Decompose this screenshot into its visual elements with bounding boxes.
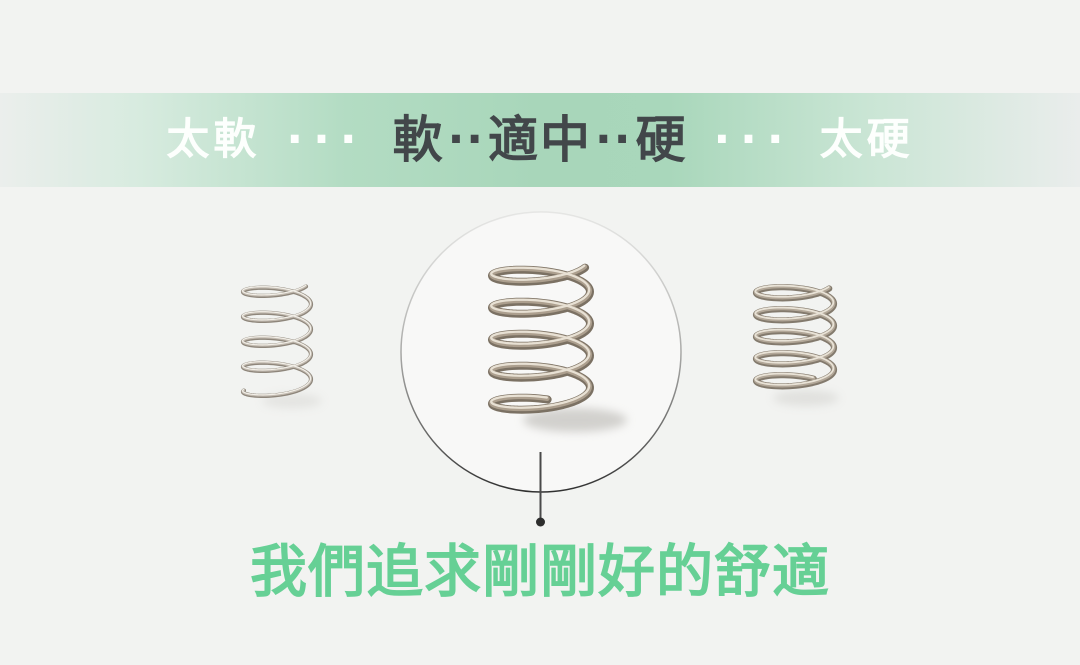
spring-shadow — [773, 390, 839, 406]
separator-dots-right: ··· — [713, 114, 794, 165]
label-medium: 適中 — [488, 111, 592, 169]
label-hard: 硬 — [635, 111, 688, 169]
firm-spring-icon — [752, 284, 838, 390]
spring-shadow — [523, 408, 627, 432]
separator-dots-left: ··· — [286, 114, 367, 165]
label-too-soft: 太軟 — [166, 114, 261, 165]
soft-spring-icon — [240, 284, 314, 399]
spring-shadow — [262, 394, 322, 408]
caption-text: 我們追求剛剛好的舒適 — [250, 539, 830, 605]
firmness-scale-band: 太軟 ··· 軟 ·· 適中 ·· 硬 ··· 太硬 — [0, 93, 1080, 187]
label-soft: 軟 — [392, 111, 445, 169]
pointer-dot — [536, 517, 545, 527]
medium-spring-icon — [488, 263, 594, 414]
magnifier-circle — [400, 211, 682, 493]
dot-separator-icon: ·· — [447, 114, 485, 165]
dot-separator-icon: ·· — [595, 114, 633, 165]
label-too-hard: 太硬 — [819, 114, 914, 165]
label-scale-center: 軟 ·· 適中 ·· 硬 — [393, 115, 688, 165]
